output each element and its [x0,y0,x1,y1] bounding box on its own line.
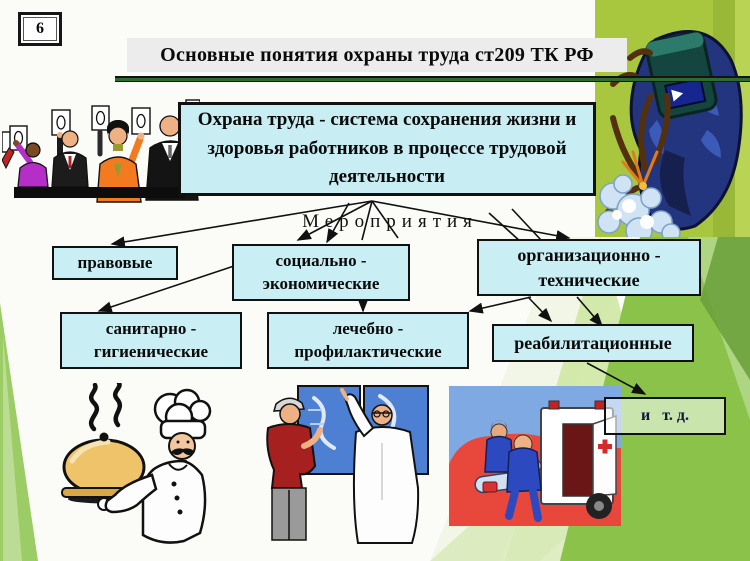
category-box-medical-preventive: лечебно - профилактические [267,312,469,369]
category-box-social-economic: социально - экономические [232,244,410,301]
category-label: технические [538,269,640,290]
category-label: гигиенические [93,341,209,361]
slide-number-box: 6 [18,12,62,46]
category-label: социально - [275,250,367,270]
category-label: реабилитационные [514,332,672,353]
doctor-xray-illustration [266,385,429,544]
category-box-rehabilitation: реабилитационные [492,324,694,362]
category-label: и т. д. [641,407,689,425]
definition-box: Охрана труда - система сохранения жизни … [178,102,596,196]
category-box-etc: и т. д. [604,397,726,435]
category-label: организационно - [517,245,661,266]
chef-illustration [61,383,212,544]
category-label: профилактические [294,341,442,361]
category-box-organizational-technical: организационно - технические [477,239,701,296]
title-underline [115,76,750,82]
diagram-root-label: Мероприятия [302,211,478,232]
audience-scorecards-illustration [2,99,200,203]
category-label: лечебно - [332,318,404,338]
slide-title: Основные понятия охраны труда ст209 ТК Р… [127,38,627,72]
category-label: правовые [77,252,153,272]
category-label: санитарно - [105,318,197,338]
category-box-legal: правовые [52,246,178,280]
category-box-sanitary-hygienic: санитарно - гигиенические [60,312,242,369]
ambulance-illustration [449,386,621,526]
welder-illustration [595,0,750,237]
slide-number: 6 [23,17,57,41]
category-label: экономические [262,273,380,293]
